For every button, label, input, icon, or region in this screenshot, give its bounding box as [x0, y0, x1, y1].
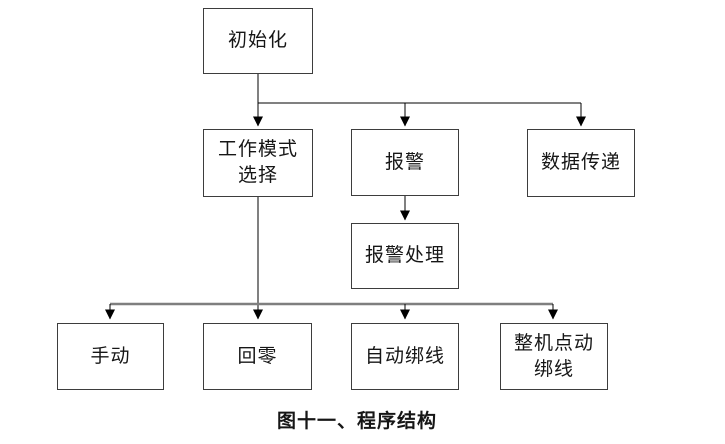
figure-caption: 图十一、程序结构 — [276, 411, 437, 432]
node-manual: 手动 — [57, 323, 164, 390]
node-alarm: 报警 — [351, 129, 459, 196]
node-data-transfer: 数据传递 — [527, 129, 635, 197]
node-whole-machine-jog-binding: 整机点动绑线 — [500, 323, 608, 390]
edge-init-trunk — [257, 74, 581, 104]
node-work-mode-select: 工作模式选择 — [203, 129, 313, 197]
node-alarm-handling: 报警处理 — [351, 223, 459, 289]
node-init: 初始化 — [203, 8, 313, 74]
node-auto-binding: 自动绑线 — [351, 323, 459, 390]
node-return-zero: 回零 — [203, 323, 312, 390]
